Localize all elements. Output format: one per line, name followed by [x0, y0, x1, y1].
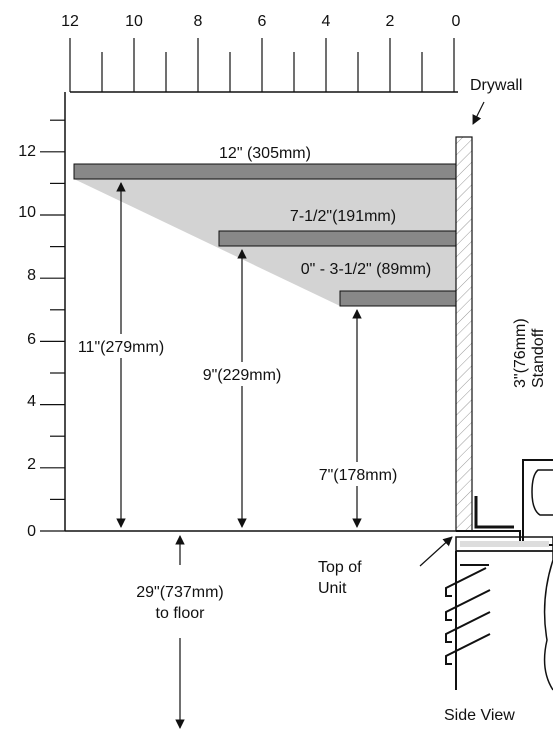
shelf-7-5in: [218, 230, 457, 247]
top-label-4: 4: [322, 13, 331, 30]
left-label-12: 12: [18, 143, 36, 160]
top-label-2: 2: [386, 13, 395, 30]
left-label-6: 6: [27, 331, 36, 348]
top-label-8: 8: [194, 13, 203, 30]
floor-label-line1: 29"(737mm): [136, 584, 223, 601]
drywall: [455, 136, 473, 532]
top-of-unit-line1: Top of: [318, 559, 362, 576]
standoff-label: 3"(76mm) Standoff: [512, 318, 547, 388]
height-label-11in: 11"(279mm): [78, 339, 164, 356]
side-view-label: Side View: [444, 707, 515, 724]
shelf-label-12in: 12" (305mm): [219, 145, 311, 162]
top-ruler: 12 10 8 6 4 2 0: [61, 13, 461, 93]
top-label-6: 6: [258, 13, 267, 30]
left-label-4: 4: [27, 393, 36, 410]
drywall-pointer: [472, 101, 485, 125]
top-of-unit-line2: Unit: [318, 580, 347, 597]
left-ruler: 12 10 8 6 4 2 0: [18, 92, 66, 540]
drywall-label: Drywall: [470, 77, 522, 94]
top-ruler-ticks: [69, 38, 455, 92]
left-label-2: 2: [27, 456, 36, 473]
shelf-3-5in: [339, 290, 457, 307]
height-label-7in: 7"(178mm): [319, 467, 398, 484]
svg-text:3"(76mm): 3"(76mm): [512, 318, 529, 388]
svg-text:Standoff: Standoff: [530, 328, 547, 388]
left-label-0: 0: [27, 523, 36, 540]
floor-label-line2: to floor: [156, 605, 206, 622]
left-label-10: 10: [18, 204, 36, 221]
top-label-10: 10: [125, 13, 143, 30]
shelf-label-7-5in: 7-1/2"(191mm): [290, 208, 396, 225]
height-label-9in: 9"(229mm): [203, 367, 282, 384]
top-label-12: 12: [61, 13, 79, 30]
top-label-0: 0: [452, 13, 461, 30]
shelf-label-3-5in: 0" - 3-1/2" (89mm): [301, 261, 432, 278]
left-label-8: 8: [27, 267, 36, 284]
unit-side-view: [445, 459, 553, 691]
shelf-12in: [73, 163, 457, 180]
left-ruler-ticks: [40, 119, 65, 532]
top-of-unit-pointer: [419, 536, 453, 567]
